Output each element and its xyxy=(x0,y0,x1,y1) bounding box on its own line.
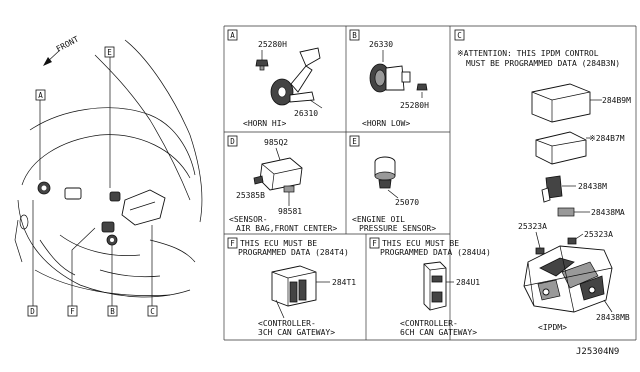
callout-F-letter: F xyxy=(70,307,75,316)
caption-oil-1: <ENGINE OIL xyxy=(352,215,405,224)
section-C-ipdm: C ※ATTENTION: THIS IPDM CONTROL MUST BE … xyxy=(454,29,631,332)
horn-low-part xyxy=(369,63,411,93)
diagram-code: J25304N9 xyxy=(576,347,619,357)
callout-D-letter: D xyxy=(30,307,35,316)
bolt-icon xyxy=(535,247,545,255)
section-F2-letter: F xyxy=(372,239,377,248)
bolt-icon xyxy=(255,59,269,71)
section-C-label-box xyxy=(454,29,465,41)
gateway-3ch-part xyxy=(271,265,317,319)
section-E-letter: E xyxy=(352,137,357,146)
part-28438MA: 28438MA xyxy=(591,208,625,217)
front-label: FRONT xyxy=(55,34,81,53)
caption-horn-hi: <HORN HI> xyxy=(243,119,287,128)
section-F-3ch-gateway: F THIS ECU MUST BE PROGRAMMED DATA (284T… xyxy=(227,237,356,337)
caption-horn-low: <HORN LOW> xyxy=(362,119,410,128)
part-985Q2: 985Q2 xyxy=(264,138,288,147)
note-6ch-2: PROGRAMMED DATA (284U4) xyxy=(380,248,491,257)
section-B-horn-low: B 26330 25280H <HORN LOW> xyxy=(349,29,429,128)
caption-3ch-2: 3CH CAN GATEWAY> xyxy=(258,328,335,337)
gateway-6ch-part xyxy=(423,261,447,311)
section-D-label-box xyxy=(227,135,238,147)
callout-E-letter: E xyxy=(107,48,112,57)
part-26330: 26330 xyxy=(369,40,393,49)
oil-sensor-on-car xyxy=(109,191,121,202)
part-25280H-b: 25280H xyxy=(400,101,429,110)
horn-hi-part xyxy=(270,47,321,106)
part-25323A-right: 25323A xyxy=(584,230,613,239)
caption-oil-2: PRESSURE SENSOR> xyxy=(359,224,436,233)
note-6ch-1: THIS ECU MUST BE xyxy=(382,239,459,248)
horn-hi-on-car xyxy=(37,181,51,195)
section-C-letter: C xyxy=(457,31,462,40)
section-E-label-box xyxy=(349,135,360,147)
part-25385B: 25385B xyxy=(236,191,265,200)
part-25280H-a: 25280H xyxy=(258,40,287,49)
part-26310: 26310 xyxy=(294,109,318,118)
callout-A-box xyxy=(35,89,46,101)
section-F1-label-box xyxy=(227,237,238,249)
bolt-icon xyxy=(416,83,428,91)
section-A-letter: A xyxy=(230,31,235,40)
caption-sensor-2: AIR BAG,FRONT CENTER> xyxy=(236,224,337,233)
ipdm-bracket-28438MB xyxy=(523,245,613,313)
section-F2-label-box xyxy=(369,237,380,249)
caption-3ch-1: <CONTROLLER- xyxy=(258,319,316,328)
caption-6ch-1: <CONTROLLER- xyxy=(400,319,458,328)
callout-C-box xyxy=(147,305,158,317)
section-B-letter: B xyxy=(352,31,357,40)
part-28438MB: 28438MB xyxy=(596,313,630,322)
part-28438M: 28438M xyxy=(578,182,607,191)
bolt-icon xyxy=(567,237,577,245)
note-3ch-2: PROGRAMMED DATA (284T4) xyxy=(238,248,349,257)
bracket-28438MA xyxy=(557,207,575,217)
part-25070: 25070 xyxy=(395,198,419,207)
callout-B-letter: B xyxy=(110,307,115,316)
oil-pressure-sensor-part xyxy=(374,156,396,189)
part-284B7M: ※284B7M xyxy=(589,134,625,143)
caption-ipdm: <IPDM> xyxy=(538,323,567,332)
section-F-6ch-gateway: F THIS ECU MUST BE PROGRAMMED DATA (284U… xyxy=(369,237,491,337)
section-B-label-box xyxy=(349,29,360,41)
callout-C-letter: C xyxy=(150,307,155,316)
part-25323A-left: 25323A xyxy=(518,222,547,231)
bolt-icon xyxy=(253,175,264,185)
part-284B9M: 284B9M xyxy=(602,96,631,105)
callout-D-box xyxy=(27,305,38,317)
section-A-horn-hi: A 25280H 26310 <HORN HI> xyxy=(227,29,323,128)
part-284U1: 284U1 xyxy=(456,278,480,287)
attention-line-2: MUST BE PROGRAMMED DATA (284B3N) xyxy=(466,59,620,68)
callout-E-box xyxy=(104,46,115,58)
gateway-on-car xyxy=(101,221,115,233)
section-E-oil-sensor: E 25070 <ENGINE OIL PRESSURE SENSOR> xyxy=(349,135,436,233)
caption-sensor-1: <SENSOR- xyxy=(229,215,268,224)
attention-line-1: ※ATTENTION: THIS IPDM CONTROL xyxy=(457,49,599,58)
section-F1-letter: F xyxy=(230,239,235,248)
vehicle-overview: FRONT xyxy=(14,34,203,317)
bracket-28438M xyxy=(541,175,563,203)
sensor-on-car xyxy=(64,187,82,200)
ipdm-module-284B9M xyxy=(531,83,591,123)
horn-low-on-car xyxy=(106,234,118,246)
panel-grid xyxy=(223,25,637,341)
part-98581: 98581 xyxy=(278,207,302,216)
part-284T1: 284T1 xyxy=(332,278,356,287)
front-arrow-icon xyxy=(43,49,61,66)
section-D-letter: D xyxy=(230,137,235,146)
car-outline xyxy=(14,39,203,298)
section-A-label-box xyxy=(227,29,238,41)
ipdm-module-284B7M xyxy=(535,131,587,165)
note-3ch-1: THIS ECU MUST BE xyxy=(240,239,317,248)
section-D-sensor: D 985Q2 25385B 98581 <SENSOR- AIR BAG,FR… xyxy=(227,135,337,233)
callout-F-box xyxy=(67,305,78,317)
airbag-sensor-part xyxy=(259,157,303,193)
callout-A-letter: A xyxy=(38,91,43,100)
callout-B-box xyxy=(107,305,118,317)
ipdm-on-car xyxy=(121,189,166,226)
caption-6ch-2: 6CH CAN GATEWAY> xyxy=(400,328,477,337)
